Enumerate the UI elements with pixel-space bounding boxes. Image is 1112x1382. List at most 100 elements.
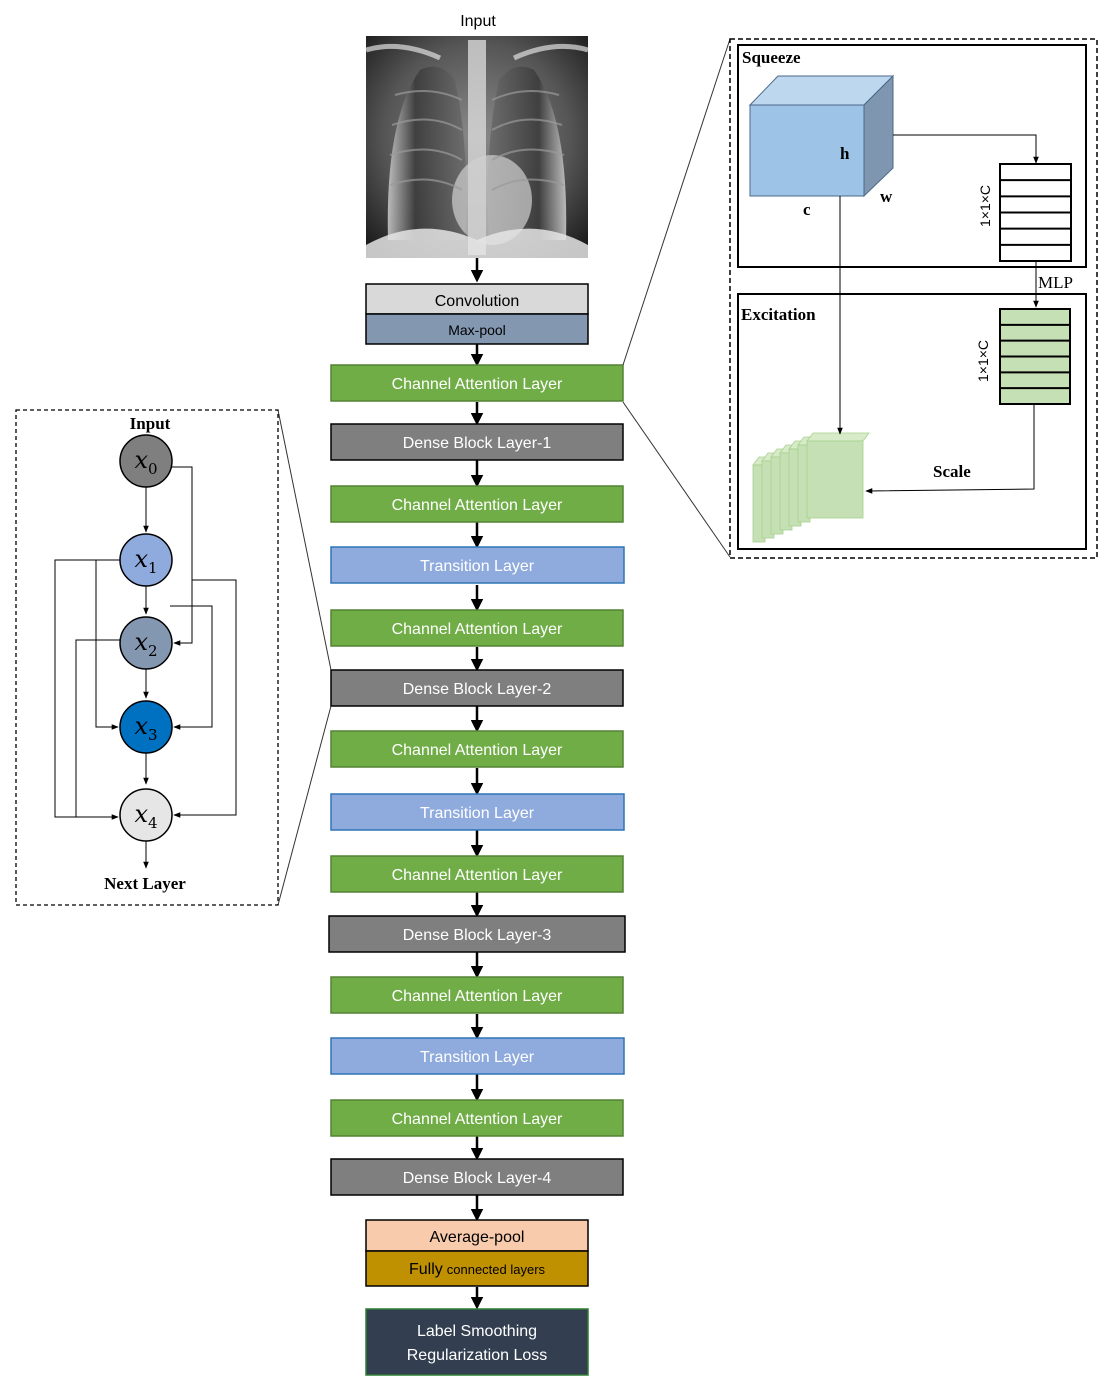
dense-node-x1: x1	[119, 533, 173, 587]
loss-label-line1: Label Smoothing	[417, 1323, 537, 1340]
attention-layer-box	[330, 855, 624, 893]
dense-layer-label: Dense Block Layer-2	[403, 681, 552, 698]
dense-node-x4: x4	[119, 788, 173, 842]
dense-layer-box	[328, 915, 626, 953]
attention-layer-label: Channel Attention Layer	[392, 497, 563, 514]
convolution-label: Convolution	[435, 293, 520, 310]
cube-w-label: w	[880, 187, 893, 206]
dense-layer-14: Dense Block Layer-4	[330, 1158, 624, 1196]
dense-layer-label: Dense Block Layer-4	[403, 1170, 552, 1187]
convolution-block	[365, 283, 589, 315]
squeeze-label: Squeeze	[742, 48, 801, 67]
maxpool-block	[365, 313, 589, 345]
dense-node-label: x1	[134, 545, 157, 577]
attention-layer-box	[330, 609, 624, 647]
attention-layer-box	[330, 485, 624, 523]
attention-layer-13: Channel Attention Layer	[330, 1099, 624, 1137]
excitation-vector-label: 1×1×C	[975, 340, 991, 382]
dense-layer-box	[330, 669, 624, 707]
dense-node-x0: x0	[119, 434, 173, 488]
fc-block	[365, 1250, 589, 1287]
mlp-label: MLP	[1038, 273, 1073, 292]
dense-node-x3: x3	[119, 700, 173, 754]
scale-label: Scale	[933, 462, 971, 481]
transition-layer-box	[330, 546, 625, 584]
attention-layer-11: Channel Attention Layer	[330, 976, 624, 1014]
se-arrows	[837, 134, 1039, 494]
excitation-label: Excitation	[741, 305, 816, 324]
attention-layer-box	[330, 976, 624, 1014]
transition-layer-box	[330, 1037, 625, 1075]
cube-h-label: h	[840, 144, 850, 163]
dense-layer-label: Dense Block Layer-3	[403, 927, 552, 944]
scaled-feature-map-face	[806, 440, 864, 519]
dense-node-var: x	[134, 545, 148, 573]
dense-node-sub: 4	[148, 814, 158, 832]
attention-layer-label: Channel Attention Layer	[392, 621, 563, 638]
attention-layer-label: Channel Attention Layer	[392, 742, 563, 759]
attention-layer-5: Channel Attention Layer	[330, 609, 624, 647]
attention-layer-label: Channel Attention Layer	[392, 867, 563, 884]
zoom-lines	[277, 38, 731, 906]
dense-node-var: x	[134, 628, 148, 656]
cube-c-label: c	[803, 200, 811, 219]
dense-node-circle	[119, 788, 173, 842]
dense-node-sub: 2	[148, 642, 158, 660]
transition-layer-label: Transition Layer	[420, 558, 535, 575]
chest-xray-image	[365, 36, 589, 258]
dense-node-circle	[119, 616, 173, 670]
feature-cube	[748, 74, 895, 198]
dense-layer-10: Dense Block Layer-3	[328, 915, 626, 953]
dense-node-label: x3	[134, 712, 157, 744]
dense-node-var: x	[134, 446, 148, 474]
attention-layer-7: Channel Attention Layer	[330, 730, 624, 768]
transition-layer-box	[330, 793, 625, 831]
transition-layer-4: Transition Layer	[330, 546, 625, 584]
attention-layer-box	[330, 730, 624, 768]
dense-layer-box	[330, 1158, 624, 1196]
scaled-feature-map	[806, 432, 870, 442]
dense-node-var: x	[134, 712, 148, 740]
dense-layer-box	[330, 423, 624, 461]
dense-layer-6: Dense Block Layer-2	[330, 669, 624, 707]
dense-input-label: Input	[130, 414, 171, 433]
transition-layer-label: Transition Layer	[420, 805, 535, 822]
avgpool-block	[365, 1219, 589, 1252]
loss-label-line2: Regularization Loss	[407, 1347, 548, 1364]
dense-node-circle	[119, 700, 173, 754]
loss-block	[365, 1308, 589, 1376]
dense-next-label: Next Layer	[104, 874, 186, 893]
attention-layer-9: Channel Attention Layer	[330, 855, 624, 893]
dense-connections	[54, 466, 237, 869]
fc-label-main: Fully	[409, 1261, 443, 1278]
excitation-frame	[737, 293, 1087, 550]
dense-node-var: x	[134, 800, 148, 828]
dense-node-circle	[119, 533, 173, 587]
attention-layer-label: Channel Attention Layer	[392, 1111, 563, 1128]
squeeze-vector	[999, 163, 1072, 262]
dense-node-label: x2	[134, 628, 157, 660]
transition-layer-8: Transition Layer	[330, 793, 625, 831]
dense-layer-label: Dense Block Layer-1	[403, 435, 552, 452]
dense-node-sub: 1	[148, 559, 158, 577]
attention-layer-box	[330, 1099, 624, 1137]
dense-layer-2: Dense Block Layer-1	[330, 423, 624, 461]
transition-layer-label: Transition Layer	[420, 1049, 535, 1066]
dense-node-label: x0	[134, 446, 157, 478]
attention-layer-box	[330, 364, 624, 402]
se-block-detail: Squeeze Excitation h w c 1×1×C 1×1×C MLP…	[729, 38, 1098, 559]
attention-layer-label: Channel Attention Layer	[392, 376, 563, 393]
attention-layer-label: Channel Attention Layer	[392, 988, 563, 1005]
dense-node-label: x4	[134, 800, 157, 832]
dense-node-circle	[119, 434, 173, 488]
excitation-vector	[999, 308, 1071, 405]
dense-node-sub: 3	[148, 726, 158, 744]
fc-label-small: connected layers	[447, 1262, 546, 1277]
maxpool-label: Max-pool	[448, 322, 506, 338]
avgpool-label: Average-pool	[430, 1229, 525, 1246]
squeeze-vector-label: 1×1×C	[977, 185, 993, 227]
dense-node-x2: x2	[119, 616, 173, 670]
